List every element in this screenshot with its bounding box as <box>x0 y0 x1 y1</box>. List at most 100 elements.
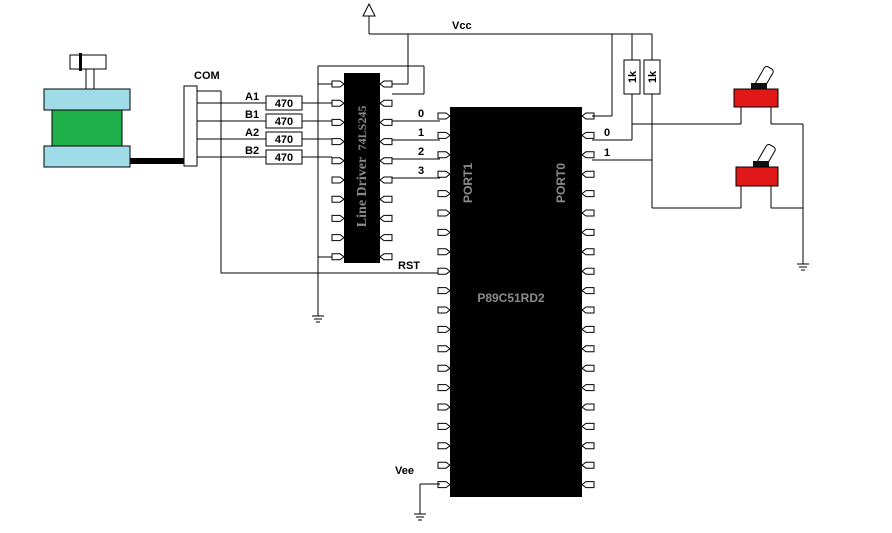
mcu-pin-right <box>581 384 595 392</box>
mcu-pin-left <box>437 131 451 139</box>
stepper-motor: COM <box>43 53 220 168</box>
line-driver-title: Line Driver <box>355 157 370 227</box>
mcu-pin-left <box>437 442 451 450</box>
port0-bit-0: 0 <box>604 127 610 139</box>
mcu-pin-left <box>437 461 451 469</box>
mcu-pin-right <box>581 112 595 120</box>
mcu-pin-right <box>581 170 595 178</box>
line-driver-pin-left <box>331 80 345 88</box>
mcu-port1-label: PORT1 <box>461 163 475 203</box>
coil-label-b2: B2 <box>245 145 259 157</box>
mcu-pin-left <box>437 209 451 217</box>
pullup-resistor-2-value: 1k <box>647 70 659 83</box>
mcu-pin-right <box>581 325 595 333</box>
driver-bit-1: 1 <box>418 127 424 139</box>
driver-to-port1 <box>392 120 440 179</box>
mcu-pin-right <box>581 442 595 450</box>
mcu-pin-right <box>581 481 595 489</box>
pullup-resistor-1 <box>623 59 641 95</box>
mcu-pin-left <box>437 422 451 430</box>
line-driver-part-label: 74LS245 <box>355 106 369 151</box>
vcc-supply: Vcc <box>362 2 652 35</box>
line-driver-pin-left <box>331 99 345 107</box>
line-driver-pin-left <box>331 195 345 203</box>
mcu-pin-left <box>437 325 451 333</box>
resistor-b2 <box>265 149 303 165</box>
line-driver-pin-left <box>331 176 345 184</box>
resistor-b1-value: 470 <box>275 116 293 128</box>
mcu-pin-left <box>437 481 451 489</box>
mcu-pin-right <box>581 228 595 236</box>
mcu-pin-left <box>437 384 451 392</box>
line-driver-pin-left <box>331 118 345 126</box>
driver-bit-2: 2 <box>418 146 424 158</box>
line-driver-wiring <box>317 34 425 316</box>
coil-wiring <box>197 102 332 158</box>
mcu-pin-left <box>437 228 451 236</box>
resistor-b2-value: 470 <box>275 152 293 164</box>
rst-label: RST <box>398 260 420 272</box>
mcu-part-label: P89C51RD2 <box>477 291 545 305</box>
coil-label-a1: A1 <box>245 91 259 103</box>
line-driver-pin-right <box>379 157 393 165</box>
mcu-pin-right <box>581 209 595 217</box>
toggle-switch-1[interactable] <box>733 65 779 124</box>
line-driver-chip <box>344 73 380 263</box>
line-driver-pin-right <box>379 195 393 203</box>
ground-symbol-vee <box>414 513 426 521</box>
line-driver-pin-left <box>331 234 345 242</box>
port0-bit-1: 1 <box>604 147 610 159</box>
mcu-pin-right <box>581 461 595 469</box>
mcu-pins <box>437 112 595 489</box>
line-driver-pin-right <box>379 176 393 184</box>
toggle-switch-2[interactable] <box>735 143 779 208</box>
pullup-resistor-2 <box>643 59 661 95</box>
mcu-pin-right <box>581 287 595 295</box>
mcu-pin-left <box>437 151 451 159</box>
mcu-pin-right <box>581 345 595 353</box>
line-driver-pin-right <box>379 118 393 126</box>
motor-core <box>51 109 123 147</box>
mcu-pin-left <box>437 306 451 314</box>
motor-bottom-cap <box>43 145 131 168</box>
resistor-a1 <box>265 95 303 111</box>
mcu-pin-right <box>581 131 595 139</box>
mcu-pin-right <box>581 190 595 198</box>
mcu-pin-left <box>437 287 451 295</box>
pullup-resistor-1-value: 1k <box>627 70 639 83</box>
mcu-port0-label: PORT0 <box>554 163 568 203</box>
mcu-pin-left <box>437 248 451 256</box>
mcu-pin-left <box>437 170 451 178</box>
ground-symbol-driver <box>312 315 324 323</box>
mcu-pin-right <box>581 248 595 256</box>
mcu-pin-left <box>437 364 451 372</box>
motor-connector <box>183 85 198 167</box>
mcu-pin-right <box>581 364 595 372</box>
switch-wiring <box>632 123 804 264</box>
resistor-b1 <box>265 113 303 129</box>
line-driver-pin-right <box>379 99 393 107</box>
mcu-chip <box>450 107 582 497</box>
line-driver-pin-right <box>379 234 393 242</box>
mcu-pin-left <box>437 190 451 198</box>
mcu-pin-right <box>581 403 595 411</box>
driver-bit-0: 0 <box>418 108 424 120</box>
resistor-a2 <box>265 131 303 147</box>
driver-bit-3: 3 <box>418 165 424 177</box>
resistor-a1-value: 470 <box>275 98 293 110</box>
mcu-pin-right <box>581 151 595 159</box>
vcc-label: Vcc <box>452 20 472 32</box>
mcu-pin-right <box>581 267 595 275</box>
resistor-a2-value: 470 <box>275 134 293 146</box>
ground-symbol-switches <box>797 263 809 271</box>
motor-top-cap <box>43 88 131 111</box>
mcu-pin-left <box>437 267 451 275</box>
coil-label-b1: B1 <box>245 109 259 121</box>
mcu-pin-left <box>437 345 451 353</box>
mcu-pin-left <box>437 403 451 411</box>
motor-cable <box>130 158 184 164</box>
line-driver-pins <box>331 80 393 261</box>
pullup-wiring <box>592 34 653 208</box>
line-driver-pin-left <box>331 138 345 146</box>
